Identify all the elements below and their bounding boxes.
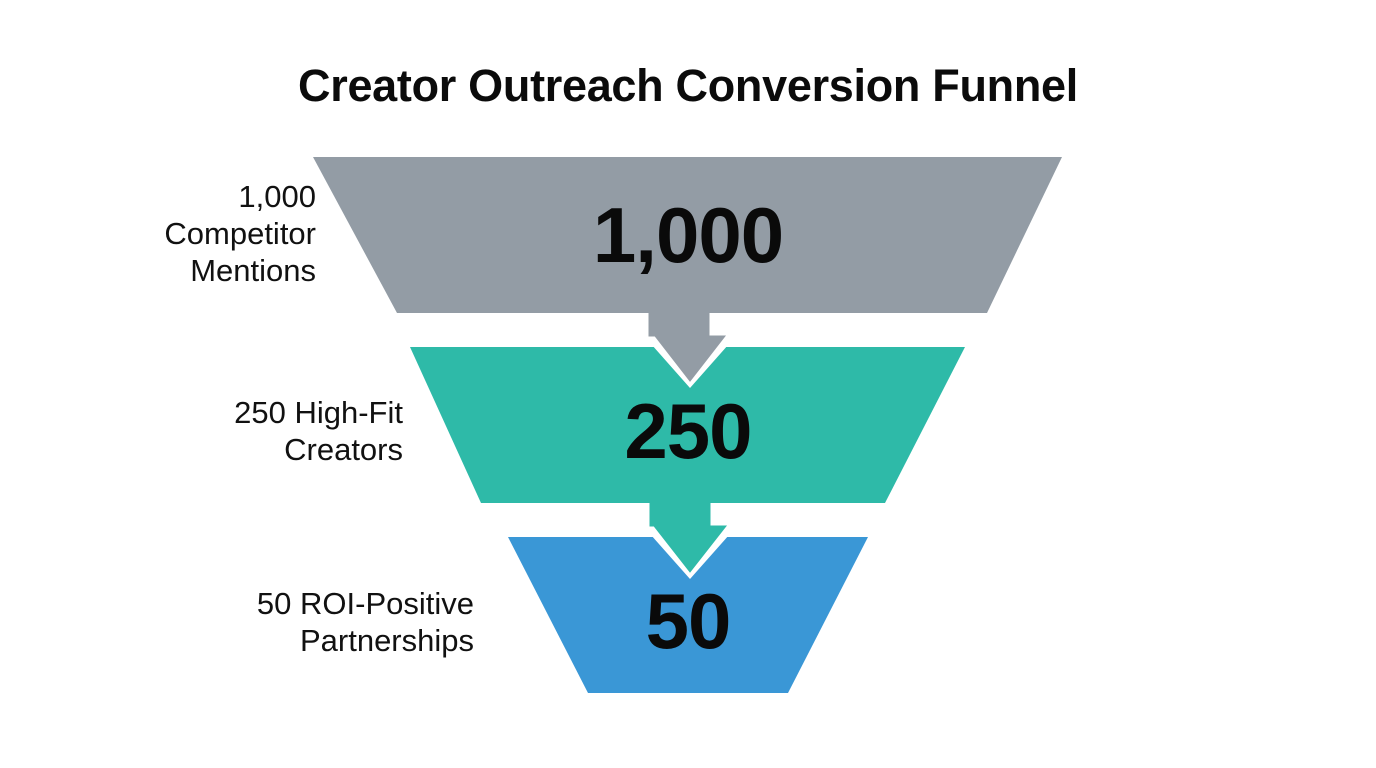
funnel-stage-3-label: 50 ROI-Positive Partnerships — [256, 586, 474, 658]
funnel-stage-2-value: 250 — [624, 387, 752, 475]
arrow-down-icon — [648, 312, 727, 382]
funnel-stage-2-label: 250 High-Fit Creators — [234, 395, 403, 467]
funnel-stage-1-label: 1,000 Competitor Mentions — [164, 179, 316, 288]
funnel-stage-2-shape — [410, 347, 965, 503]
chart-title: Creator Outreach Conversion Funnel — [298, 60, 1078, 111]
arrow-down-icon — [649, 502, 728, 573]
funnel-stage-1-value: 1,000 — [592, 191, 784, 279]
funnel-stage-1-shape — [313, 157, 1062, 313]
funnel-stage-3-shape — [508, 537, 868, 693]
funnel-stage-3-value: 50 — [645, 577, 732, 665]
